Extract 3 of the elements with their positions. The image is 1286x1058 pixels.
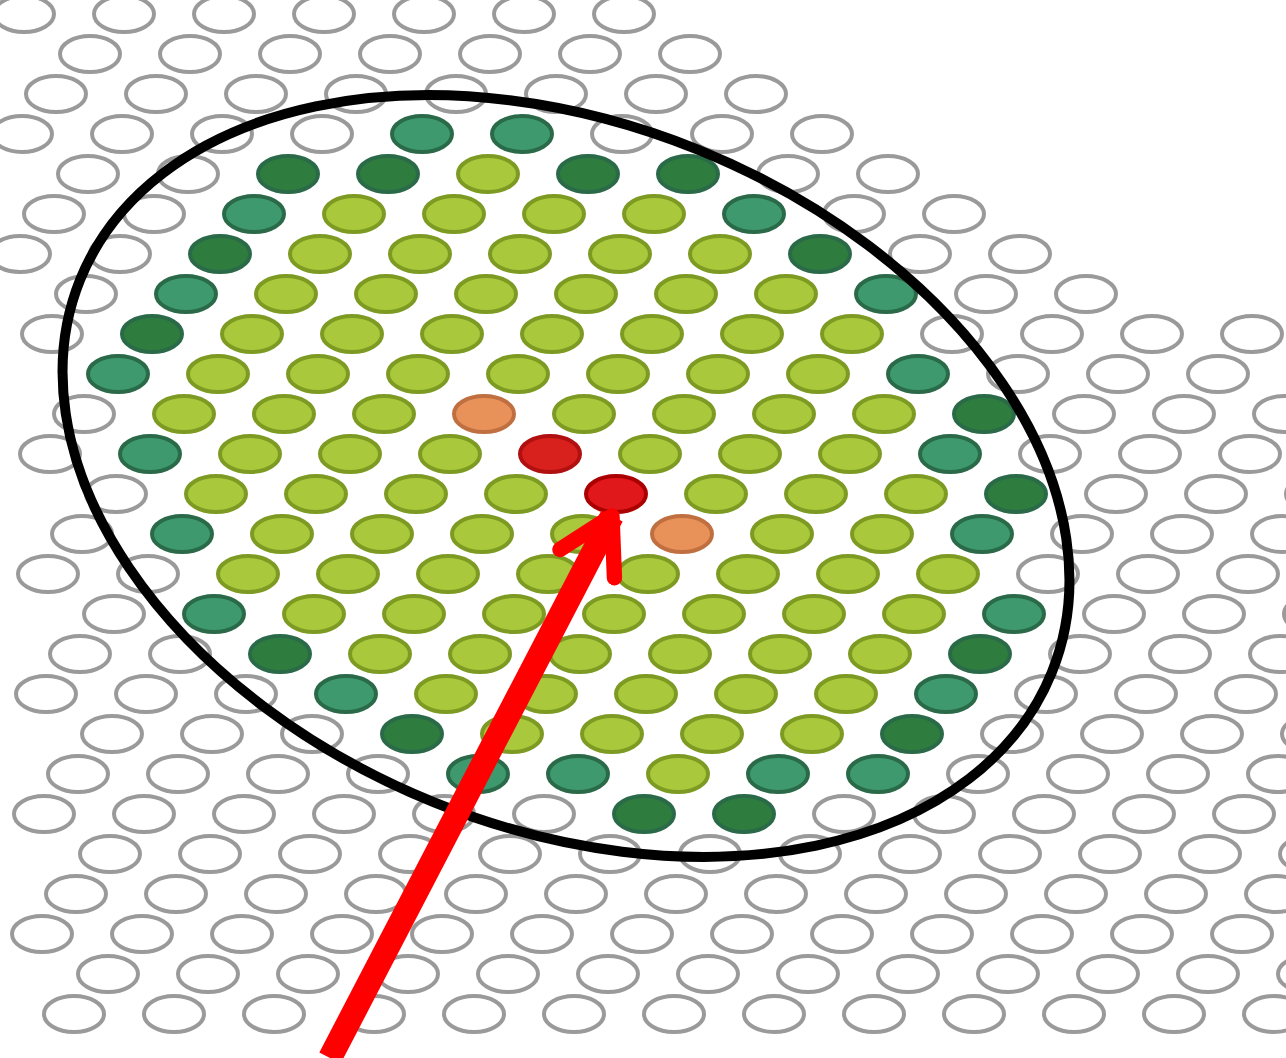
ellipse-outline	[57, 90, 1075, 862]
highlighted-dot	[584, 474, 648, 514]
arrow	[319, 508, 623, 1058]
